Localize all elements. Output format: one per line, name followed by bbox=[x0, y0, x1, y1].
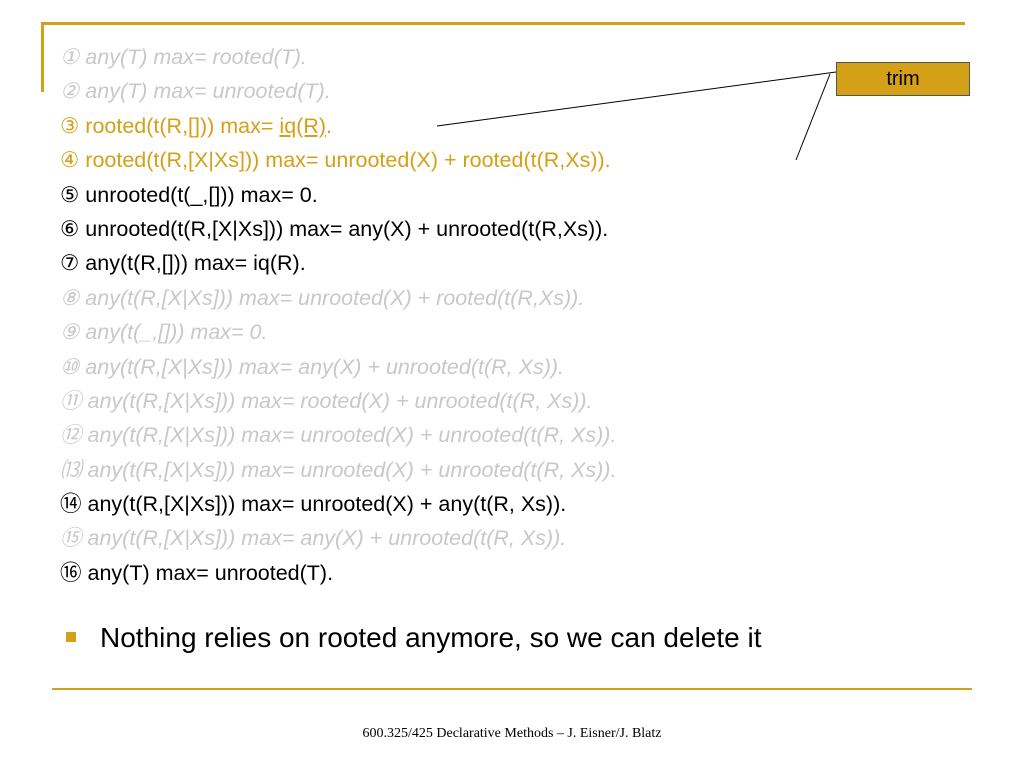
rule-text: any(T) max= unrooted(T). bbox=[85, 79, 331, 104]
bullet-point: Nothing relies on rooted anymore, so we … bbox=[66, 618, 762, 658]
rule-text: any(t(R,[X|Xs])) max= rooted(X) + unroot… bbox=[87, 388, 593, 413]
rule-text: any(t(R,[X|Xs])) max= any(X) + unrooted(… bbox=[85, 354, 564, 379]
rule-number: ⑭ bbox=[60, 492, 82, 517]
rule-number: ① bbox=[60, 45, 80, 69]
rule-tail: . bbox=[326, 113, 332, 138]
trim-label-box: trim bbox=[836, 62, 970, 96]
rule-text: rooted(t(R,[])) max= bbox=[85, 113, 280, 138]
frame-vertical-line bbox=[41, 22, 44, 92]
rule-text: any(t(R,[X|Xs])) max= unrooted(X) + unro… bbox=[87, 423, 617, 448]
square-bullet-icon bbox=[66, 631, 76, 642]
frame-top-line bbox=[41, 22, 965, 25]
rule-text: any(t(R,[])) max= iq(R). bbox=[85, 251, 306, 276]
rule-text: rooted(t(R,[X|Xs])) max= unrooted(X) + r… bbox=[85, 148, 611, 173]
rule-number: ⑨ bbox=[60, 320, 80, 345]
rule-text: any(T) max= unrooted(T). bbox=[87, 560, 334, 585]
rule-number: ⑧ bbox=[60, 285, 80, 310]
rule-text: any(t(R,[X|Xs])) max= unrooted(X) + unro… bbox=[87, 457, 617, 482]
rule-number: ③ bbox=[60, 113, 80, 138]
rule-number: ⑪ bbox=[60, 388, 82, 413]
rule-text: any(T) max= rooted(T). bbox=[85, 45, 307, 69]
rule-text: any(t(R,[X|Xs])) max= unrooted(X) + any(… bbox=[87, 492, 567, 517]
footer-text: 600.325/425 Declarative Methods – J. Eis… bbox=[362, 726, 662, 741]
rule-text: any(t(_,[])) max= 0. bbox=[85, 320, 268, 345]
callout-line-to-rule-3 bbox=[436, 71, 837, 127]
rule-number: ⑩ bbox=[60, 354, 80, 379]
rule-number: ⑥ bbox=[60, 216, 80, 241]
rule-number: ⑮ bbox=[60, 526, 82, 551]
bullet-text: Nothing relies on rooted anymore, so we … bbox=[100, 622, 762, 653]
rule-number: ④ bbox=[60, 148, 80, 173]
footer-divider bbox=[52, 688, 972, 690]
rule-number: ⑤ bbox=[60, 182, 80, 207]
rule-line-13: ⒀any(t(R,[X|Xs])) max= unrooted(X) + unr… bbox=[60, 453, 616, 487]
rule-text: unrooted(t(_,[])) max= 0. bbox=[85, 182, 318, 207]
rule-text: unrooted(t(R,[X|Xs])) max= any(X) + unro… bbox=[85, 216, 609, 241]
rule-number: ⒀ bbox=[60, 457, 82, 482]
rule-link-iq[interactable]: iq(R) bbox=[279, 113, 327, 138]
rule-text: any(t(R,[X|Xs])) max= any(X) + unrooted(… bbox=[87, 526, 567, 551]
rule-number: ⑫ bbox=[60, 423, 82, 448]
rule-number: ② bbox=[60, 79, 80, 104]
rule-number: ⑯ bbox=[60, 560, 82, 585]
rule-number: ⑦ bbox=[60, 251, 80, 276]
callout-line-to-rule-4 bbox=[795, 73, 831, 161]
rule-text: any(t(R,[X|Xs])) max= unrooted(X) + root… bbox=[85, 285, 585, 310]
